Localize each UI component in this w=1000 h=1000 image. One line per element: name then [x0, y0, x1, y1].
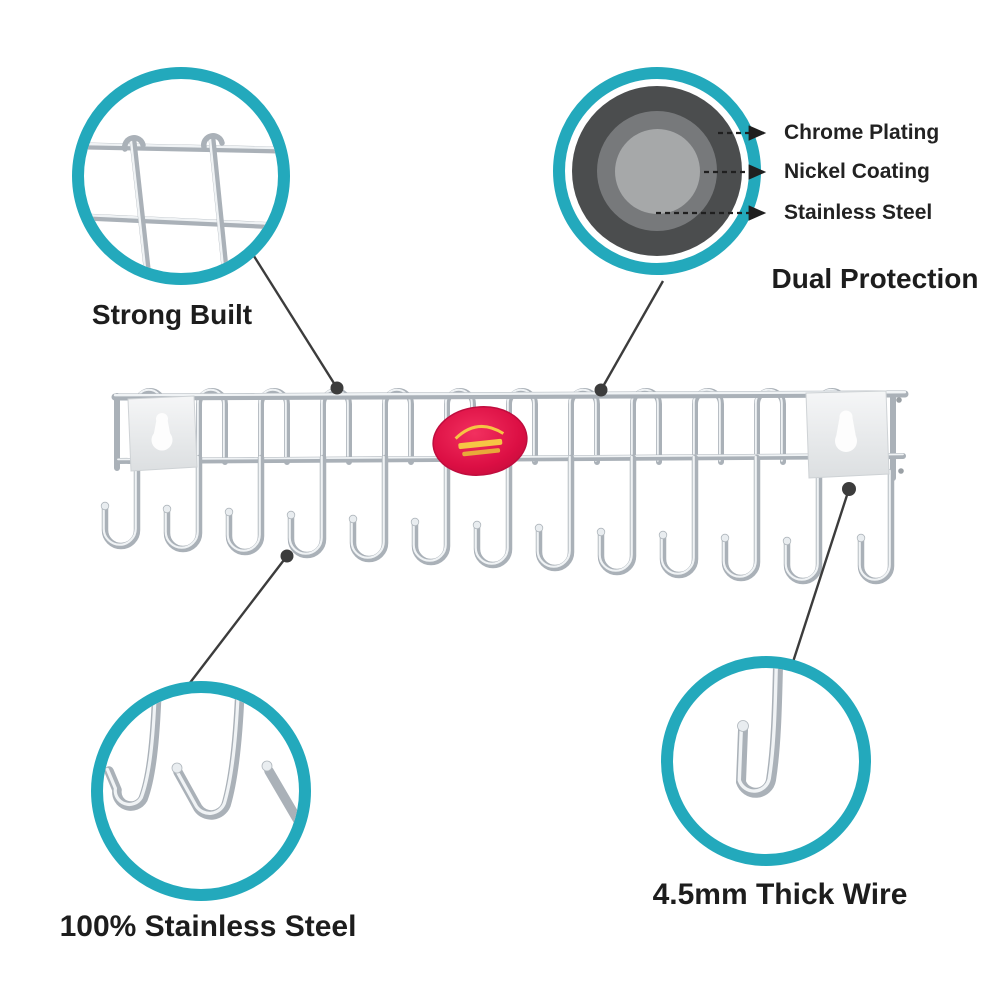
callout-circle-thick-wire	[661, 656, 871, 866]
right-mounting-plate	[805, 390, 904, 479]
stainless-steel-label: Stainless Steel	[784, 201, 933, 224]
coating-layers-graphic	[565, 79, 749, 263]
badge-arch-icon	[454, 425, 505, 440]
wire-grid-graphic	[84, 133, 278, 272]
chrome-layer	[572, 86, 742, 256]
strong-built-label: Strong Built	[91, 299, 253, 330]
chrome-plating-label: Chrome Plating	[784, 121, 940, 144]
connector-line	[599, 280, 665, 391]
stainless-core	[614, 128, 700, 214]
screw-icon	[898, 468, 904, 474]
rack-end-wires	[114, 391, 896, 481]
nickel-layer	[597, 111, 717, 231]
rack-top-rail	[111, 390, 909, 401]
callout-circle-strong-built	[72, 67, 290, 285]
right-keyhole-icon	[839, 410, 853, 424]
hooks-detail-graphic	[104, 693, 299, 829]
left-keyhole-icon	[156, 413, 168, 425]
nickel-coating-label: Nickel Coating	[784, 160, 930, 183]
single-hook-graphic	[736, 668, 783, 798]
stainless-100-label: 100% Stainless Steel	[59, 910, 357, 943]
screw-icon	[896, 397, 902, 403]
callout-circle-dual-protection	[553, 67, 761, 275]
callout-circle-stainless	[91, 681, 311, 901]
badge-text-band	[458, 438, 503, 450]
connector-line	[250, 252, 339, 389]
rack-loop-wires	[134, 388, 848, 465]
badge-banner-band	[462, 448, 501, 457]
left-mounting-plate	[127, 395, 198, 472]
brand-badge	[432, 406, 528, 476]
hook-rack-graphic	[100, 388, 909, 585]
hook-tip-balls	[100, 501, 866, 546]
dual-protection-label: Dual Protection	[771, 263, 979, 294]
rack-top-rail-highlight	[113, 391, 907, 397]
thick-wire-label: 4.5mm Thick Wire	[652, 878, 908, 911]
